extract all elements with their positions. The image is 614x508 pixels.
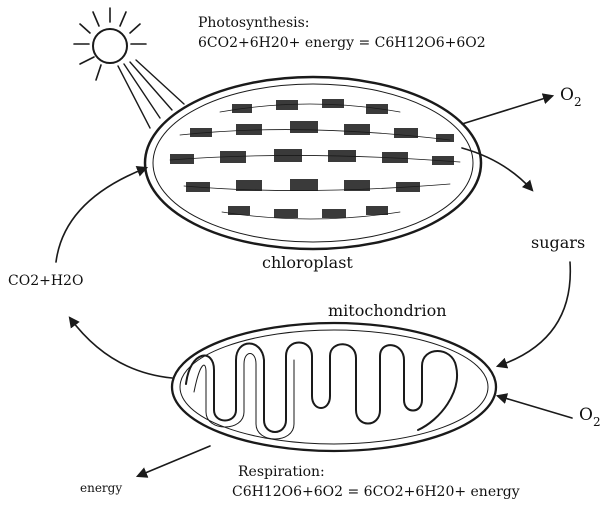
respiration-equation: C6H12O6+6O2 = 6CO2+6H20+ energy — [232, 484, 520, 500]
cristae — [186, 343, 457, 433]
co2-h2o-to-chloroplast-arrow — [56, 168, 146, 262]
energy-out-arrow — [138, 446, 210, 476]
photosynthesis-title: Photosynthesis: — [198, 15, 310, 31]
o2-out-label: O2 — [560, 85, 582, 109]
to-co2-h2o-arrow — [70, 318, 172, 378]
respiration-title: Respiration: — [238, 464, 325, 480]
energy-label: energy — [80, 481, 122, 495]
o2-out-arrow — [462, 96, 552, 124]
o2-in-arrow — [498, 396, 572, 418]
sugars-to-mitochondrion-arrow — [498, 262, 570, 366]
o2-in-label: O2 — [579, 405, 601, 429]
mitochondrion — [172, 323, 496, 451]
sugars-label: sugars — [531, 233, 585, 252]
mitochondrion-label: mitochondrion — [328, 301, 447, 320]
photosynthesis-equation: 6CO2+6H20+ energy = C6H12O6+6O2 — [198, 35, 486, 51]
co2-h2o-label: CO2+H2O — [8, 273, 83, 289]
chloroplast-label: chloroplast — [262, 253, 353, 272]
sunlight-rays — [118, 60, 184, 128]
sun-icon — [74, 8, 146, 80]
chloroplast — [145, 77, 481, 249]
